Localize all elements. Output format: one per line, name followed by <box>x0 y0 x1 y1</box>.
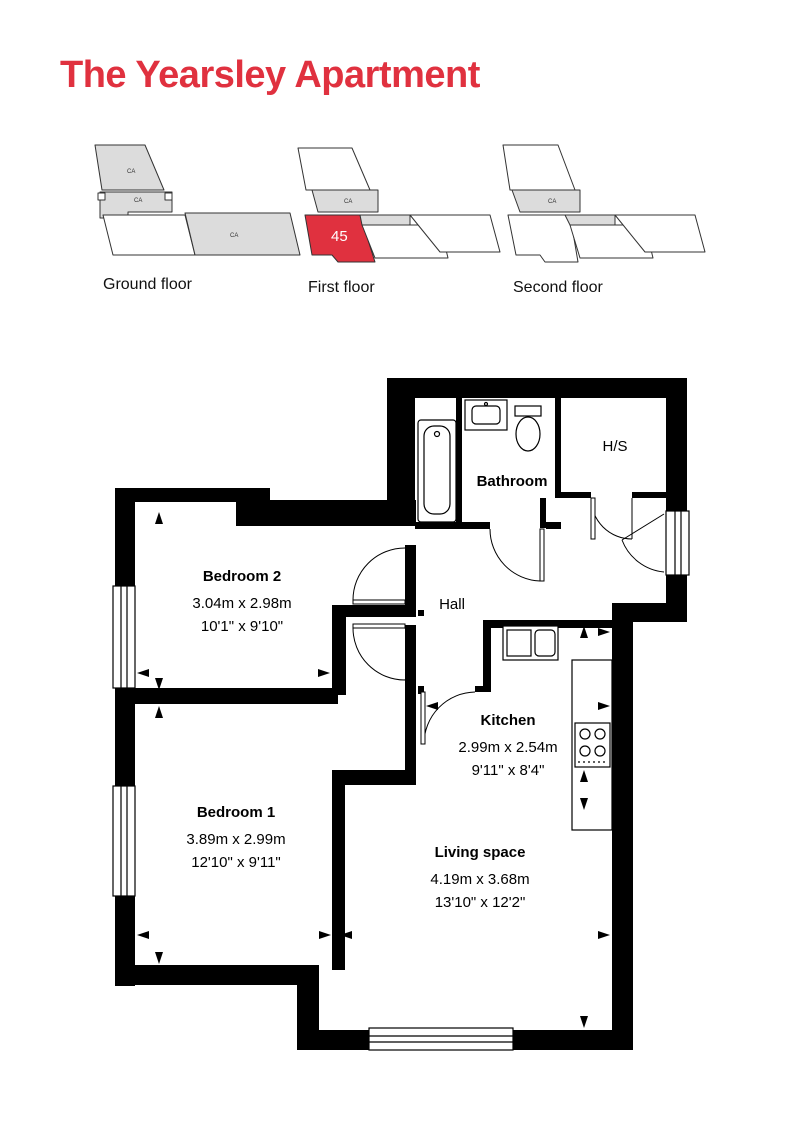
key-label-first: First floor <box>308 279 375 296</box>
toilet-bowl <box>515 416 541 452</box>
living-name: Living space <box>435 844 526 861</box>
walls <box>115 378 687 1050</box>
key-ground-ca-1: CA <box>127 169 135 175</box>
kitchen-metric: 2.99m x 2.54m <box>458 739 557 756</box>
fixtures <box>417 399 613 831</box>
bedroom1-name: Bedroom 1 <box>197 804 275 821</box>
key-label-second: Second floor <box>513 279 603 296</box>
key-ground-ca-2: CA <box>134 198 142 204</box>
doors <box>352 497 665 745</box>
key-label-ground: Ground floor <box>103 276 192 293</box>
windows <box>112 510 690 1051</box>
kitchen-imperial: 9'11" x 8'4" <box>472 762 545 779</box>
key-first-unit-number: 45 <box>331 228 348 245</box>
hob <box>574 722 611 768</box>
key-ground-ca-3: CA <box>230 233 238 239</box>
bathroom-label: Bathroom <box>477 473 548 490</box>
bedroom1-metric: 3.89m x 2.99m <box>186 831 285 848</box>
bedroom2-name: Bedroom 2 <box>203 568 281 585</box>
key-second-ca: CA <box>548 199 556 205</box>
hall-label: Hall <box>439 596 465 613</box>
hs-label: H/S <box>602 438 627 455</box>
key-plan-ground: CA CA CA <box>94 144 301 256</box>
key-first-ca: CA <box>344 199 352 205</box>
room-labels: Bathroom H/S Hall Bedroom 2 3.04m x 2.98… <box>186 438 627 911</box>
living-metric: 4.19m x 3.68m <box>430 871 529 888</box>
key-plan-second: CA <box>502 144 706 263</box>
page-title: The Yearsley Apartment <box>60 54 480 96</box>
dimension-arrows <box>137 512 610 1028</box>
key-plans: CA CA CA CA 45 CA <box>94 144 706 263</box>
toilet-cistern <box>514 405 542 417</box>
living-imperial: 13'10" x 12'2" <box>435 894 526 911</box>
bedroom2-imperial: 10'1" x 9'10" <box>201 618 283 635</box>
key-plan-first: CA 45 <box>297 147 501 263</box>
bedroom1-imperial: 12'10" x 9'11" <box>191 854 281 871</box>
kitchen-name: Kitchen <box>480 712 535 729</box>
bedroom2-metric: 3.04m x 2.98m <box>192 595 291 612</box>
